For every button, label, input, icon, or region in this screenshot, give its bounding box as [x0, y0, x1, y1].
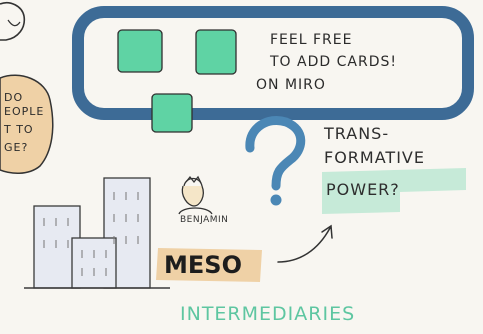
thought-bubble-fragment	[0, 1, 26, 41]
thought-bubble-fragment-inner	[7, 19, 21, 27]
frame-text-line-1: FEEL FREE	[270, 32, 353, 48]
left-note-line-4: GE?	[4, 141, 29, 154]
intermediaries-label: INTERMEDIARIES	[180, 303, 356, 325]
question-line-1: TRANS-	[324, 124, 390, 143]
arrow-icon	[277, 224, 333, 263]
person-figure-icon	[178, 175, 213, 215]
question-mark-icon	[245, 116, 306, 206]
person-name: BENJAMIN	[180, 215, 229, 225]
frame-text-line-3: ON MIRO	[256, 77, 326, 93]
meso-label: MESO	[164, 251, 242, 279]
frame-text-line-2: TO ADD CARDS!	[270, 54, 397, 70]
left-note-line-1: DO	[4, 91, 24, 104]
green-card-1	[117, 29, 163, 73]
buildings-illustration	[24, 177, 170, 289]
meso-highlight	[156, 248, 262, 282]
left-note-line-3: T TO	[4, 123, 34, 136]
left-note-line-2: EOPLE	[4, 105, 45, 118]
green-card-3	[151, 93, 193, 133]
question-line-2: FORMATIVE	[324, 148, 425, 167]
left-note-blob	[0, 74, 54, 174]
miro-frame	[72, 6, 474, 120]
question-highlight	[322, 168, 466, 214]
question-line-3: POWER?	[326, 180, 400, 199]
building-front	[71, 237, 117, 289]
green-card-2	[195, 29, 237, 75]
